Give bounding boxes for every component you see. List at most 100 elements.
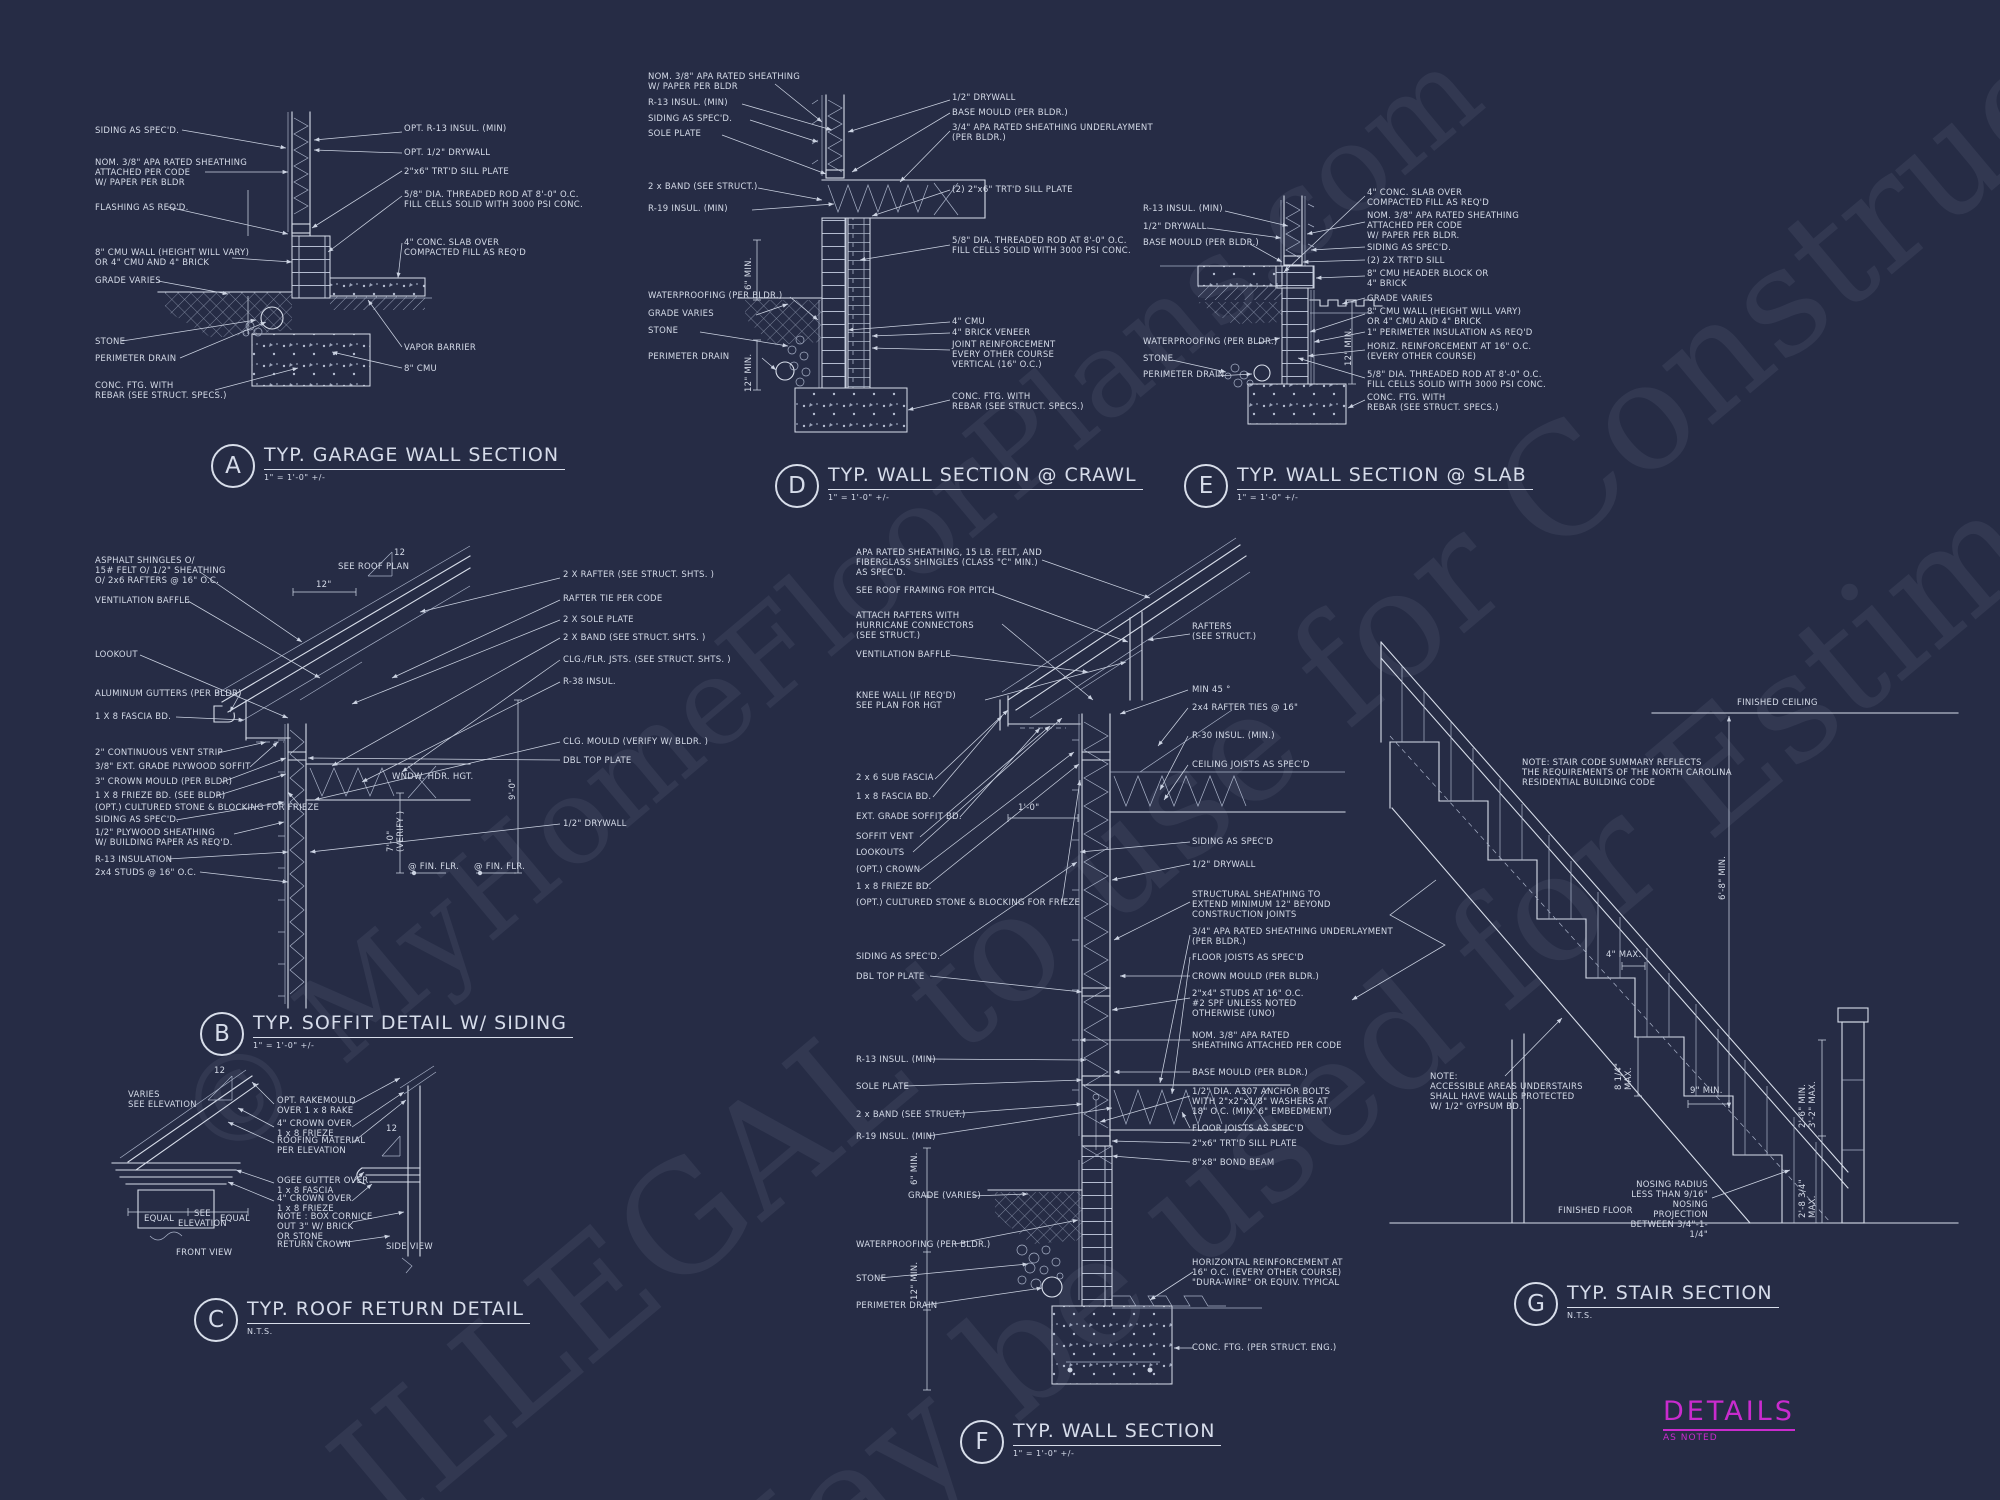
label: R-13 INSUL. (MIN) xyxy=(856,1055,936,1065)
dim-label: @ FIN. FLR. xyxy=(408,862,460,872)
dim-label: SEE ELEVATION xyxy=(178,1209,227,1229)
label: NOM. 3/8" APA RATED SHEATHING ATTACHED P… xyxy=(95,158,248,188)
label: R-19 INSUL. (MIN) xyxy=(648,204,728,214)
label: (OPT.) CULTURED STONE & BLOCKING FOR FRI… xyxy=(856,898,1081,908)
label: DBL TOP PLATE xyxy=(856,972,925,982)
label: SEE ROOF PLAN xyxy=(338,562,410,572)
section-c-drawing xyxy=(111,1065,437,1274)
label: R-38 INSUL. xyxy=(563,677,616,687)
label: WATERPROOFING (PER BLDR.) xyxy=(1143,337,1278,347)
label: GRADE (VARIES) xyxy=(908,1191,981,1201)
label: 1/2" DIA. A307 ANCHOR BOLTS WITH 2"x2"x1… xyxy=(1192,1087,1332,1117)
label: SIDING AS SPEC'D. xyxy=(95,126,180,136)
dim-label: 9'-0" xyxy=(508,778,518,800)
label: 1 x 8 FRIEZE BD. xyxy=(856,882,932,892)
label: 8"x8" BOND BEAM xyxy=(1192,1158,1275,1168)
label: 1 x 8 FASCIA BD. xyxy=(856,792,932,802)
label: CONC. FTG. WITH REBAR (SEE STRUCT. SPECS… xyxy=(952,392,1084,412)
section-e-title: TYP. WALL SECTION @ SLAB xyxy=(1237,464,1533,490)
section-f-drawing xyxy=(879,537,1446,1391)
section-c-title: TYP. ROOF RETURN DETAIL xyxy=(247,1298,530,1324)
section-b-titleblock: B TYP. SOFFIT DETAIL W/ SIDING 1" = 1'-0… xyxy=(200,1012,573,1056)
label: 2 x 6 SUB FASCIA xyxy=(856,773,934,783)
dim-label: 9" MIN. xyxy=(1690,1086,1723,1096)
section-b-title: TYP. SOFFIT DETAIL W/ SIDING xyxy=(253,1012,573,1038)
label: CEILING JOISTS AS SPEC'D xyxy=(1192,760,1310,770)
section-b-letter: B xyxy=(200,1012,244,1056)
label: RAFTER TIE PER CODE xyxy=(563,594,663,604)
label: GRADE VARIES xyxy=(95,276,161,286)
dim-label: 6'-8" MIN. xyxy=(1718,855,1728,900)
label: OPT. R-13 INSUL. (MIN) xyxy=(404,124,507,134)
label: OGEE GUTTER OVER 1 x 8 FASCIA xyxy=(277,1176,369,1196)
section-f-titleblock: F TYP. WALL SECTION 1" = 1'-0" +/- xyxy=(960,1420,1222,1464)
section-g-title: TYP. STAIR SECTION xyxy=(1567,1282,1779,1308)
label: VARIES SEE ELEVATION xyxy=(128,1090,197,1110)
label: 1 X 8 FASCIA BD. xyxy=(95,712,172,722)
label: R-13 INSUL. (MIN) xyxy=(1143,204,1223,214)
section-e-scale: 1" = 1'-0" +/- xyxy=(1237,493,1299,502)
label: NOM. 3/8" APA RATED SHEATHING W/ PAPER P… xyxy=(648,72,801,92)
dim-label: EQUAL xyxy=(220,1214,251,1224)
label: CONC. FTG. (PER STRUCT. ENG.) xyxy=(1192,1343,1337,1353)
label: LOOKOUT xyxy=(95,650,138,660)
label: STONE xyxy=(648,326,679,336)
label: (OPT.) CROWN xyxy=(856,865,921,875)
label: SIDING AS SPEC'D. xyxy=(856,952,941,962)
label: 8" CMU WALL (HEIGHT WILL VARY) OR 4" CMU… xyxy=(1367,307,1522,327)
label: 4" CMU xyxy=(952,317,986,327)
section-d-drawing xyxy=(699,83,986,433)
label: PERIMETER DRAIN xyxy=(856,1301,938,1311)
label: KNEE WALL (IF REQ'D) SEE PLAN FOR HGT xyxy=(856,691,956,711)
dim-label: 8 1/4" MAX. xyxy=(1614,1062,1634,1090)
label: 4" CROWN OVER 1 x 8 FRIEZE xyxy=(277,1119,352,1139)
label: 5/8" DIA. THREADED ROD AT 8'-0" O.C. FIL… xyxy=(1367,370,1546,390)
dim-label: 2'-8 3/4" MAX. xyxy=(1798,1179,1818,1218)
label: 8" CMU HEADER BLOCK OR 4" BRICK xyxy=(1367,269,1489,289)
label: PERIMETER DRAIN xyxy=(95,354,177,364)
dim-label: 12" MIN. xyxy=(744,353,754,392)
label: GRADE VARIES xyxy=(1367,294,1433,304)
label: (2) 2X TRT'D SILL xyxy=(1367,256,1445,266)
section-f-title: TYP. WALL SECTION xyxy=(1013,1420,1222,1446)
label: 2 X SOLE PLATE xyxy=(563,615,634,625)
label: 1/2" DRYWALL xyxy=(1143,222,1207,232)
label: GRADE VARIES xyxy=(648,309,714,319)
label: DBL TOP PLATE xyxy=(563,756,632,766)
label: HORIZONTAL REINFORCEMENT AT 16" O.C. (EV… xyxy=(1192,1258,1343,1288)
label: 2"x4" STUDS AT 16" O.C. #2 SPF UNLESS NO… xyxy=(1192,989,1304,1019)
label: VAPOR BARRIER xyxy=(404,343,477,353)
label: 3/4" APA RATED SHEATHING UNDERLAYMENT (P… xyxy=(952,123,1153,143)
label: FINISHED CEILING xyxy=(1737,698,1818,708)
label: 1/2" PLYWOOD SHEATHING W/ BUILDING PAPER… xyxy=(95,828,233,848)
label: R-30 INSUL. (MIN.) xyxy=(1192,731,1275,741)
label: RAFTERS (SEE STRUCT.) xyxy=(1192,622,1257,642)
dim-label: 12 xyxy=(214,1066,226,1076)
label: CLG. MOULD (VERIFY W/ BLDR. ) xyxy=(563,737,709,747)
section-g-titleblock: G TYP. STAIR SECTION N.T.S. xyxy=(1514,1282,1779,1326)
label: 2 x BAND (SEE STRUCT.) xyxy=(856,1110,966,1120)
sheet-title-block: DETAILS AS NOTED xyxy=(1663,1396,1795,1443)
label: APA RATED SHEATHING, 15 LB. FELT, AND FI… xyxy=(856,548,1043,578)
section-g-letter: G xyxy=(1514,1282,1558,1326)
section-b-scale: 1" = 1'-0" +/- xyxy=(253,1041,315,1050)
note: NOTE: ACCESSIBLE AREAS UNDERSTAIRS SHALL… xyxy=(1430,1072,1583,1112)
section-a-letter: A xyxy=(211,444,255,488)
label: FINISHED FLOOR xyxy=(1558,1206,1633,1216)
label: PERIMETER DRAIN xyxy=(648,352,730,362)
section-f-scale: 1" = 1'-0" +/- xyxy=(1013,1449,1075,1458)
label: WATERPROOFING (PER BLDR.) xyxy=(856,1240,991,1250)
label: 1 X 8 FRIEZE BD. (SEE BLDR) xyxy=(95,791,226,801)
label: SIDING AS SPEC'D. xyxy=(95,815,180,825)
label: 2 x BAND (SEE STRUCT.) xyxy=(648,182,758,192)
label: SEE ROOF FRAMING FOR PITCH xyxy=(856,586,995,596)
label: 2" CONTINUOUS VENT STRIP xyxy=(95,748,223,758)
dim-label: 12" MIN. xyxy=(1344,327,1354,366)
dim-label: 12" MIN. xyxy=(910,1261,920,1300)
section-c-scale: N.T.S. xyxy=(247,1327,273,1336)
label: 4" CONC. SLAB OVER COMPACTED FILL AS REQ… xyxy=(1367,188,1490,208)
label: SIDING AS SPEC'D. xyxy=(648,114,733,124)
section-e-titleblock: E TYP. WALL SECTION @ SLAB 1" = 1'-0" +/… xyxy=(1184,464,1533,508)
